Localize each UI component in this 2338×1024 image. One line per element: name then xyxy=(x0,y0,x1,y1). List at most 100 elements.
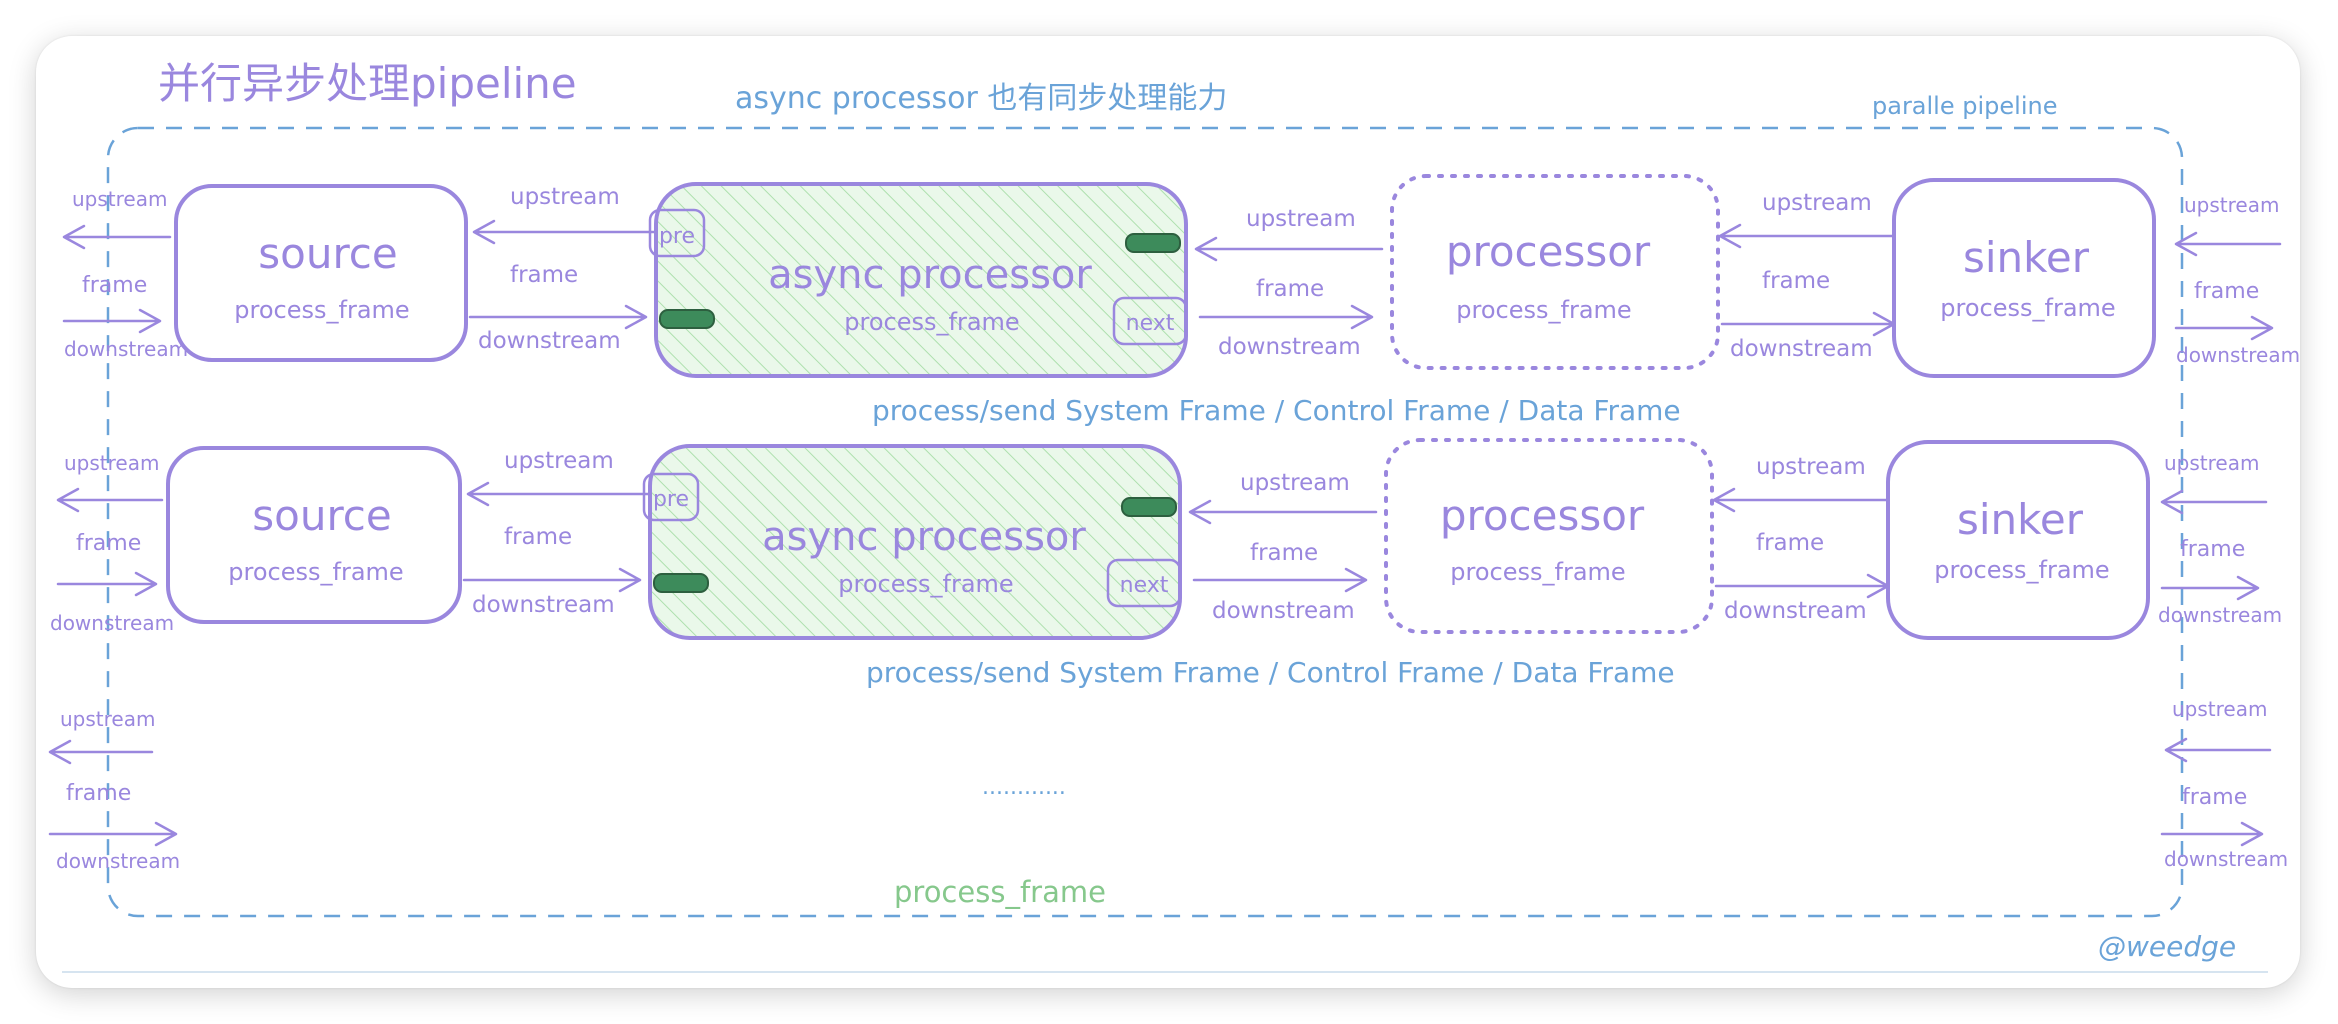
upstream-arrow xyxy=(2160,489,2268,515)
upstream-arrow xyxy=(472,219,656,245)
async-processor-title: async processor xyxy=(762,514,1086,560)
processor-title: processor xyxy=(1440,491,1645,540)
async-processor-method: process_frame xyxy=(838,570,1013,598)
downstream-label: downstream xyxy=(2176,343,2300,367)
page-title: 并行异步处理pipeline xyxy=(158,59,577,108)
downstream-label: downstream xyxy=(1218,334,1361,360)
source-title: source xyxy=(252,491,391,540)
next-queue-box xyxy=(1112,296,1188,346)
queue-tube-icon xyxy=(659,309,715,329)
frame-label-arrow: frame xyxy=(504,524,572,550)
upstream-arrow xyxy=(1194,236,1384,262)
processor-node xyxy=(1390,174,1720,370)
downstream-label: downstream xyxy=(64,337,188,361)
downstream-arrow xyxy=(1192,567,1368,593)
upstream-label: upstream xyxy=(64,451,159,475)
upstream-arrow xyxy=(2174,231,2282,257)
async-processor-node xyxy=(654,182,1188,378)
downstream-label: downstream xyxy=(2158,603,2282,627)
upstream-label: upstream xyxy=(2164,451,2259,475)
downstream-label: downstream xyxy=(56,849,180,873)
frame-label-arrow: frame xyxy=(510,262,578,288)
async-processor-node xyxy=(648,444,1182,640)
next-label: next xyxy=(1126,311,1175,336)
sinker-method: process_frame xyxy=(1940,294,2115,322)
bottom-process-frame-label: process_frame xyxy=(894,875,1106,909)
downstream-arrow xyxy=(48,821,178,847)
upstream-label: upstream xyxy=(2172,697,2267,721)
frame-label-arrow: frame xyxy=(66,781,131,806)
queue-tube-icon xyxy=(1125,233,1181,253)
upstream-label: upstream xyxy=(2184,193,2279,217)
pre-label: pre xyxy=(659,224,695,249)
async-processor-method: process_frame xyxy=(844,308,1019,336)
frame-types-caption: process/send System Frame / Control Fram… xyxy=(866,656,1675,689)
sinker-title: sinker xyxy=(1957,495,2084,544)
upstream-label: upstream xyxy=(1240,470,1350,496)
processor-node xyxy=(1384,438,1714,634)
processor-method: process_frame xyxy=(1450,558,1625,586)
source-node xyxy=(166,446,462,624)
more-pipelines-ellipsis: ............ xyxy=(982,775,1066,800)
source-node xyxy=(174,184,468,362)
upstream-label: upstream xyxy=(1756,454,1866,480)
watermark: @weedge xyxy=(2098,930,2236,963)
upstream-label: upstream xyxy=(510,184,620,210)
upstream-arrow xyxy=(48,739,154,765)
upstream-arrow xyxy=(1712,487,1890,513)
pipeline-row-1: upstream frame downstream source process… xyxy=(62,174,2300,427)
downstream-label: downstream xyxy=(1724,598,1867,624)
frame-label-arrow: frame xyxy=(1762,268,1830,294)
upstream-label: upstream xyxy=(504,448,614,474)
downstream-label: downstream xyxy=(50,611,174,635)
downstream-arrow xyxy=(462,567,642,593)
queue-tube-icon xyxy=(1121,497,1177,517)
pipeline-row-2: upstream frame downstream source process… xyxy=(50,438,2282,689)
downstream-label: downstream xyxy=(2164,847,2288,871)
upstream-label: upstream xyxy=(1762,190,1872,216)
pre-queue-box xyxy=(642,472,700,522)
upstream-arrow xyxy=(56,487,164,513)
subtitle: async processor 也有同步处理能力 xyxy=(735,81,1227,116)
frame-label-arrow: frame xyxy=(1250,540,1318,566)
downstream-arrow xyxy=(2160,821,2264,847)
async-processor-title: async processor xyxy=(768,252,1092,298)
frame-label-arrow: frame xyxy=(2182,785,2247,810)
source-method: process_frame xyxy=(228,558,403,586)
frame-label-arrow: frame xyxy=(2180,537,2245,562)
frame-label-arrow: frame xyxy=(82,273,147,298)
parallel-pipeline-frame xyxy=(106,126,2184,918)
downstream-arrow xyxy=(1714,573,1890,599)
pre-queue-box xyxy=(648,208,706,258)
source-method: process_frame xyxy=(234,296,409,324)
upstream-label: upstream xyxy=(72,187,167,211)
frame-label-arrow: frame xyxy=(1256,276,1324,302)
next-label: next xyxy=(1120,573,1169,598)
frame-label-arrow: frame xyxy=(2194,279,2259,304)
upstream-label: upstream xyxy=(60,707,155,731)
frame-label-arrow: frame xyxy=(76,531,141,556)
sinker-node xyxy=(1886,440,2150,640)
downstream-arrow xyxy=(468,304,648,330)
frame-label-arrow: frame xyxy=(1756,530,1824,556)
upstream-arrow xyxy=(1188,499,1378,525)
source-title: source xyxy=(258,229,397,278)
downstream-arrow xyxy=(62,308,162,334)
upstream-arrow xyxy=(466,481,652,507)
upstream-arrow xyxy=(62,224,172,250)
frame-label: paralle pipeline xyxy=(1872,92,2057,120)
downstream-label: downstream xyxy=(472,592,615,618)
upstream-arrow xyxy=(1718,223,1896,249)
sinker-title: sinker xyxy=(1963,233,2090,282)
pipeline-row-more: upstream frame downstream ............ u… xyxy=(48,697,2288,873)
downstream-arrow xyxy=(1720,311,1896,337)
upstream-label: upstream xyxy=(1246,206,1356,232)
queue-tube-icon xyxy=(653,573,709,593)
downstream-label: downstream xyxy=(1212,598,1355,624)
pre-label: pre xyxy=(653,487,689,512)
sinker-node xyxy=(1892,178,2156,378)
sinker-method: process_frame xyxy=(1934,556,2109,584)
downstream-arrow xyxy=(1198,304,1374,330)
